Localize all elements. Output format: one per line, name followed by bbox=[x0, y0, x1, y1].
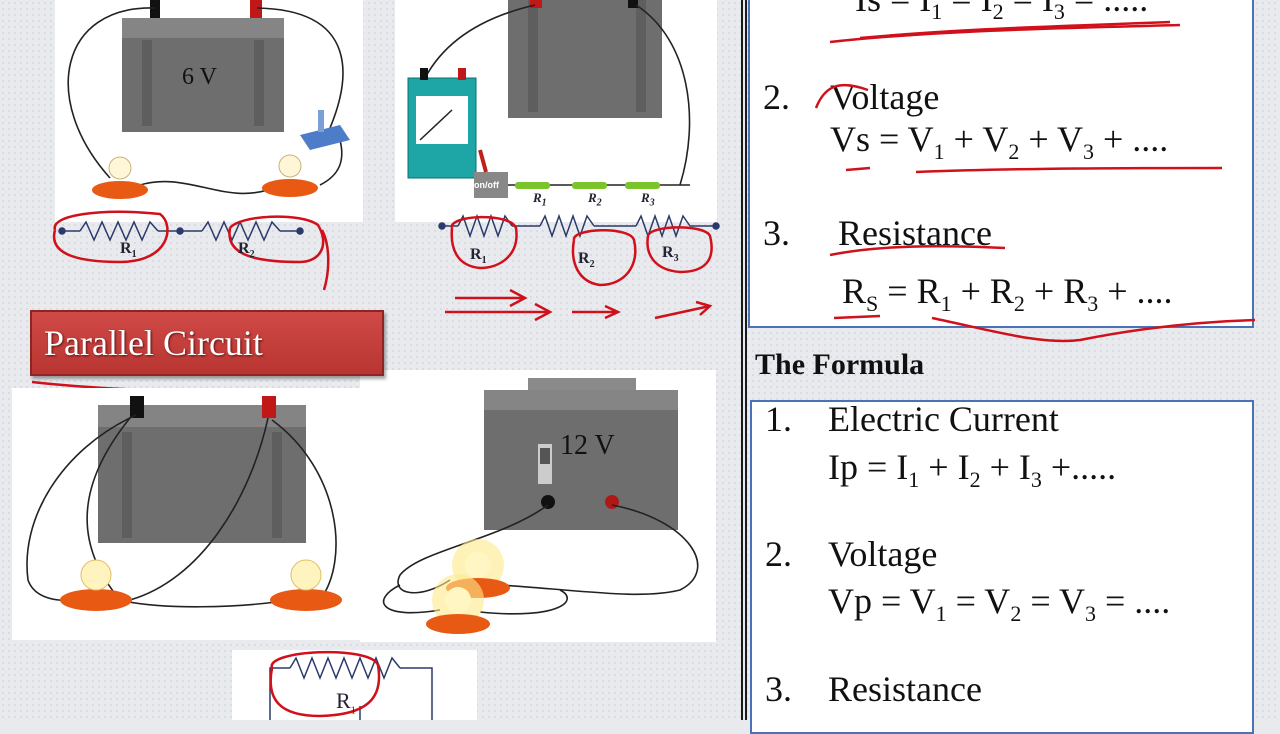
battery-label: 6 V bbox=[182, 64, 217, 90]
handwritten-annotation bbox=[52, 210, 330, 291]
handwritten-annotation bbox=[445, 215, 713, 322]
series-formula-box bbox=[748, 0, 1254, 328]
battery bbox=[98, 396, 306, 543]
series-current-formula: Is = I1 = I2 = I3 = ..... bbox=[855, 0, 1148, 25]
bulb-icon bbox=[270, 559, 342, 611]
parallel-formula-box bbox=[750, 400, 1254, 734]
resistor-label: R1 bbox=[533, 190, 547, 209]
formula-annotations bbox=[814, 20, 1256, 343]
handwritten-annotation bbox=[269, 650, 381, 718]
series-item-3-number: 3. bbox=[763, 213, 790, 253]
parallel-item-3-title: Resistance bbox=[828, 669, 982, 709]
parallel-current-formula: Ip = I1 + I2 + I3 +..... bbox=[828, 447, 1117, 493]
slide-divider bbox=[741, 0, 747, 720]
parallel-item-3-number: 3. bbox=[765, 669, 792, 709]
parallel-item-2-title: Voltage bbox=[828, 534, 938, 574]
bulb-icon bbox=[92, 156, 148, 199]
resistor-label: R1 bbox=[470, 246, 487, 267]
resistor-label: R2 bbox=[578, 250, 595, 271]
bulb-icon bbox=[60, 559, 132, 611]
resistor-label: R2 bbox=[588, 190, 602, 209]
resistor-schematic-series-3 bbox=[438, 213, 720, 239]
resistor-label: R3 bbox=[662, 244, 679, 265]
bulb-icon bbox=[262, 154, 318, 197]
parallel-circuit-banner: Parallel Circuit bbox=[30, 310, 384, 376]
resistor-label: R2 bbox=[238, 240, 255, 261]
banner-title: Parallel Circuit bbox=[44, 323, 263, 363]
parallel-item-2-number: 2. bbox=[765, 534, 792, 574]
switch-label: on/off bbox=[474, 180, 499, 190]
series-item-2-title: Voltage bbox=[830, 77, 940, 117]
parallel-item-1-number: 1. bbox=[765, 399, 792, 439]
series-item-2-number: 2. bbox=[763, 77, 790, 117]
resistor-label: R1 bbox=[336, 688, 356, 717]
series-voltage-formula: Vs = V1 + V2 + V3 + .... bbox=[830, 119, 1169, 165]
resistor-schematic-series-2 bbox=[58, 220, 304, 242]
resistor-label: R1 bbox=[120, 240, 137, 261]
parallel-item-1-title: Electric Current bbox=[828, 399, 1059, 439]
battery bbox=[508, 0, 662, 118]
battery-6v bbox=[122, 0, 284, 132]
parallel-voltage-formula: Vp = V1 = V2 = V3 = .... bbox=[828, 581, 1171, 627]
switch-on-off-icon bbox=[474, 149, 508, 198]
resistor-label: R3 bbox=[641, 190, 655, 209]
circuit-illustrations bbox=[12, 0, 720, 720]
formula-heading: The Formula bbox=[755, 348, 925, 381]
resistor-rods bbox=[515, 182, 660, 189]
glowing-bulb-icon bbox=[426, 574, 490, 634]
battery-label: 12 V bbox=[560, 430, 615, 461]
series-resistance-formula: RS = R1 + R2 + R3 + .... bbox=[842, 271, 1173, 317]
toggle-switch-icon bbox=[300, 110, 350, 150]
handwritten-underline bbox=[814, 20, 1256, 343]
ammeter-icon bbox=[407, 68, 477, 179]
